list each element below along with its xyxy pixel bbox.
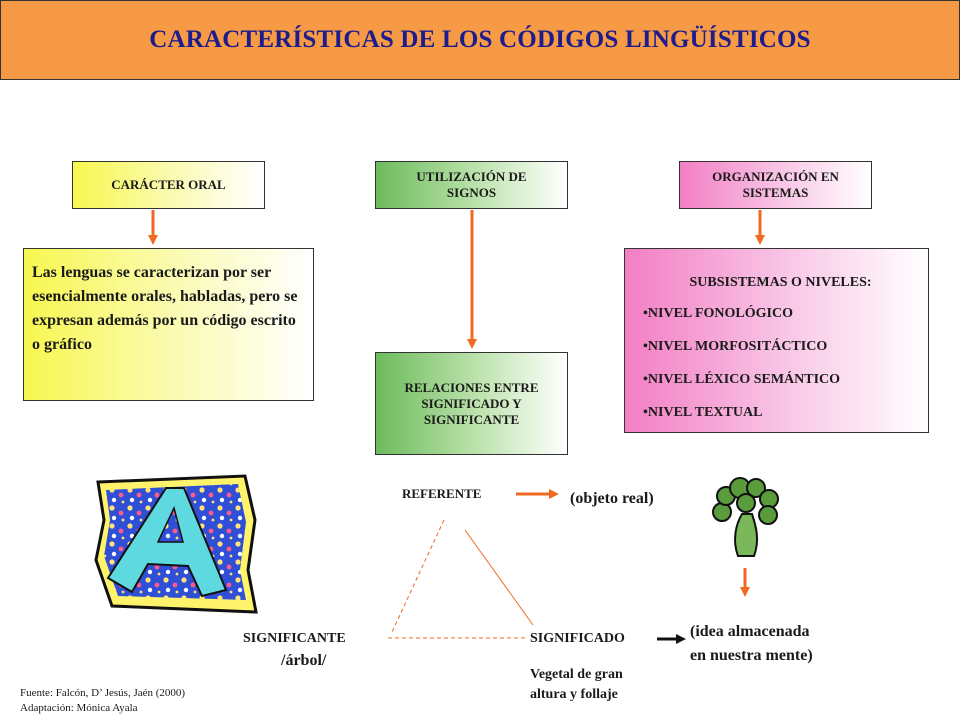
letter-a-clipart-icon [94, 474, 258, 614]
relations-label: RELACIONES ENTRE SIGNIFICADO Y SIGNIFICA… [404, 379, 539, 427]
systems-header-box: ORGANIZACIÓN EN SISTEMAS [679, 161, 872, 209]
signs-header-box: UTILIZACIÓN DE SIGNOS [375, 161, 568, 209]
significante-label: SIGNIFICANTE [243, 631, 346, 646]
levels-list: NIVEL FONOLÓGICO NIVEL MORFOSITÁCTICO NI… [643, 305, 928, 422]
title-banner: CARACTERÍSTICAS DE LOS CÓDIGOS LINGÜÍSTI… [0, 0, 960, 80]
significante-example: /árbol/ [281, 652, 327, 669]
level-item: NIVEL MORFOSITÁCTICO [643, 338, 928, 356]
tree-icon [712, 477, 779, 557]
subsystems-box: SUBSISTEMAS O NIVELES: NIVEL FONOLÓGICO … [624, 248, 929, 433]
referente-label: REFERENTE [402, 486, 482, 501]
referente-note: (objeto real) [570, 490, 654, 507]
significado-note: (idea almacenada en nuestra mente) [690, 623, 813, 664]
systems-header-label: ORGANIZACIÓN EN SISTEMAS [712, 169, 839, 200]
signs-header-label: UTILIZACIÓN DE SIGNOS [416, 169, 527, 200]
oral-description-text: Las lenguas se caracterizan por ser esen… [32, 264, 298, 353]
oral-header-box: CARÁCTER ORAL [72, 161, 265, 209]
level-item: NIVEL TEXTUAL [643, 404, 928, 422]
oral-header-label: CARÁCTER ORAL [111, 177, 226, 192]
source-credit: Fuente: Falcón, D’ Jesús, Jaén (2000) Ad… [20, 687, 186, 714]
subsystems-title: SUBSISTEMAS O NIVELES: [689, 275, 872, 290]
significado-label: SIGNIFICADO [530, 631, 625, 646]
significado-example: Vegetal de gran altura y follaje [530, 667, 623, 702]
relations-box: RELACIONES ENTRE SIGNIFICADO Y SIGNIFICA… [375, 352, 568, 455]
page-title: CARACTERÍSTICAS DE LOS CÓDIGOS LINGÜÍSTI… [149, 26, 811, 53]
level-item: NIVEL LÉXICO SEMÁNTICO [643, 371, 928, 389]
triangle-left-dashed [391, 519, 445, 633]
oral-description-box: Las lenguas se caracterizan por ser esen… [23, 248, 314, 401]
triangle-right-line [464, 529, 534, 626]
level-item: NIVEL FONOLÓGICO [643, 305, 928, 323]
